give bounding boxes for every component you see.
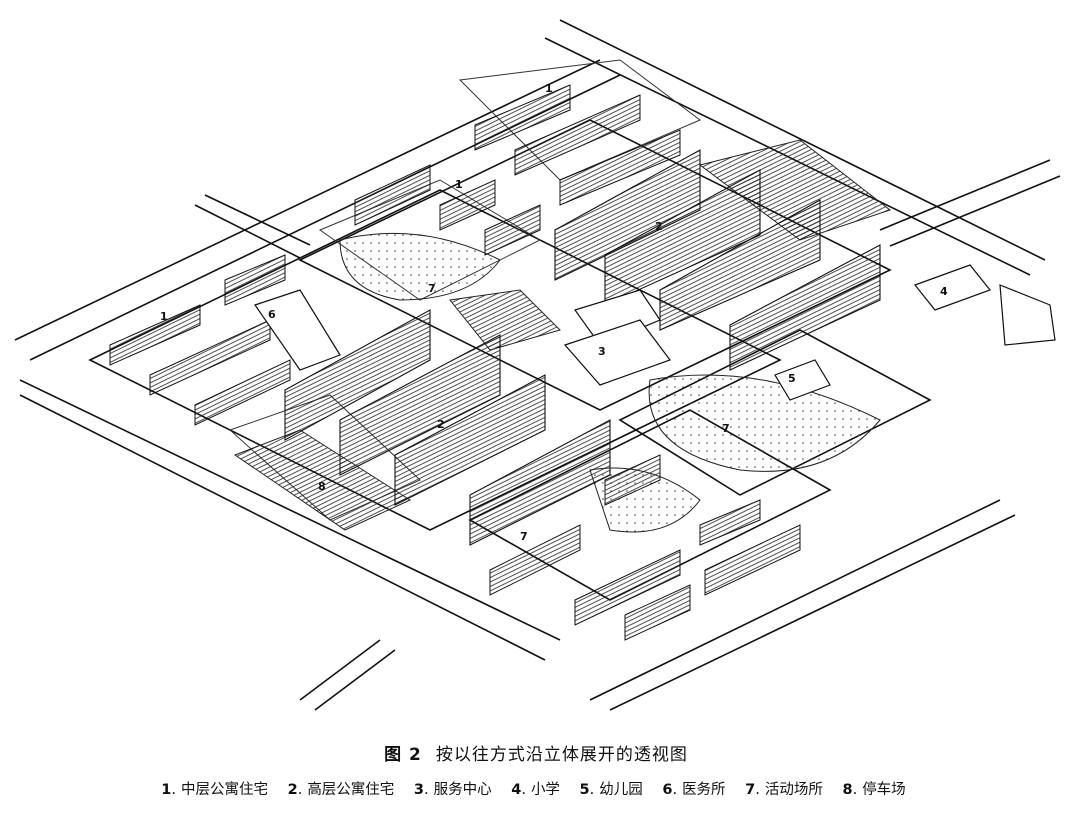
legend-item: 2.高层公寓住宅	[287, 782, 395, 798]
map-label: 7	[428, 282, 436, 295]
legend-item: 6.医务所	[662, 782, 726, 798]
perspective-drawing: 1 1 1 2 2 3 4 5 6 7 7 7 8	[14, 19, 1061, 711]
legend-item: 4.小学	[511, 782, 560, 798]
legend-item: 3.服务中心	[413, 782, 492, 798]
map-label: 6	[268, 308, 276, 321]
midrise-apartments	[109, 84, 801, 641]
map-label: 2	[655, 220, 663, 233]
map-label: 8	[318, 480, 326, 493]
map-label: 1	[160, 310, 168, 323]
legend-item: 1.中层公寓住宅	[161, 782, 268, 798]
figure-caption: 图 2 按以往方式沿立体展开的透视图	[0, 740, 1072, 765]
service-center	[563, 289, 671, 386]
legend-item: 7.活动场所	[745, 782, 823, 798]
map-label: 5	[788, 372, 796, 385]
map-label: 4	[940, 285, 948, 298]
legend: 1.中层公寓住宅 2.高层公寓住宅 3.服务中心 4.小学 5.幼儿园 6.医务…	[0, 778, 1072, 799]
clinic	[254, 289, 341, 371]
kindergarten	[774, 359, 831, 401]
primary-school	[914, 264, 1056, 346]
map-label: 3	[598, 345, 606, 358]
legend-item: 5.幼儿园	[579, 782, 643, 798]
map-label: 7	[520, 530, 528, 543]
map-label: 1	[545, 82, 553, 95]
highrise-apartments	[284, 149, 881, 546]
map-number-labels: 1 1 1 2 2 3 4 5 6 7 7 7 8	[160, 82, 948, 543]
legend-item: 8.停车场	[842, 782, 906, 798]
map-label: 1	[455, 178, 463, 191]
figure-number: 图 2	[384, 745, 422, 765]
figure-title: 按以往方式沿立体展开的透视图	[435, 745, 688, 765]
activity-areas	[339, 232, 881, 533]
map-label: 2	[437, 418, 445, 431]
parking-lots	[233, 139, 892, 531]
map-label: 7	[722, 422, 730, 435]
